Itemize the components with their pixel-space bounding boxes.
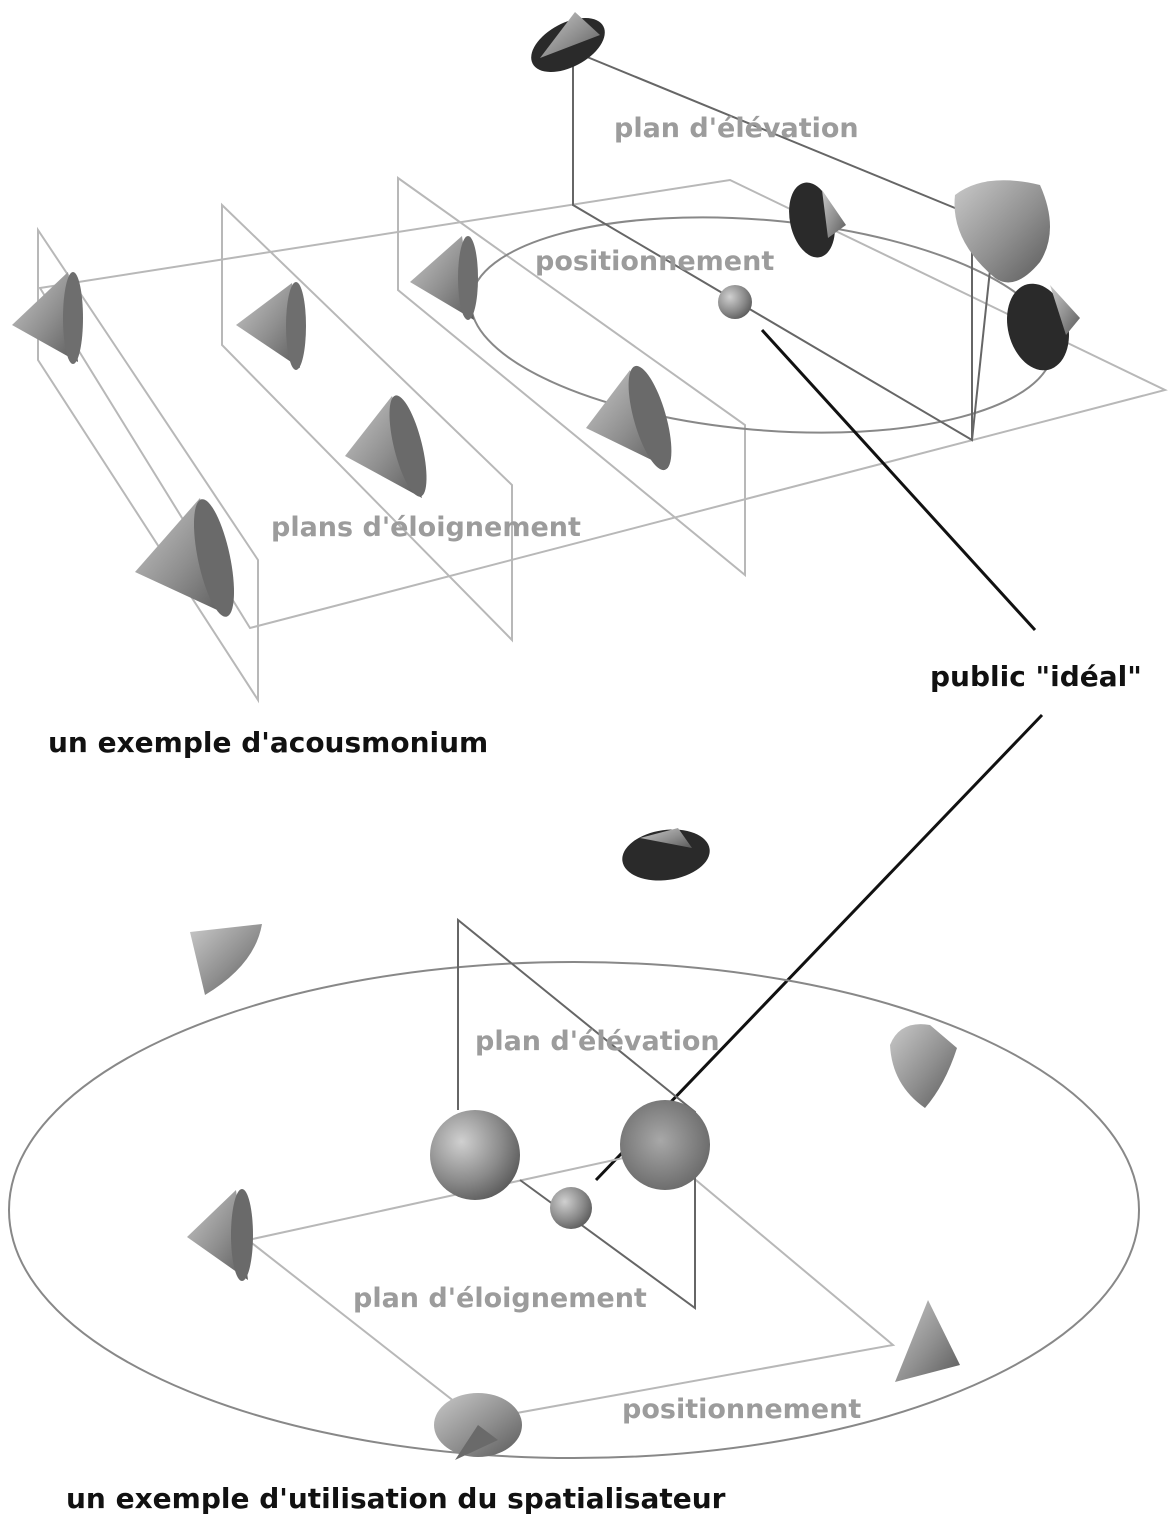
pointer-line-top bbox=[760, 328, 1037, 632]
spatializer-diagram: plan d'élévation plan d'éloignement posi… bbox=[8, 828, 1140, 1460]
caption-spatializer: un exemple d'utilisation du spatialisate… bbox=[66, 1482, 726, 1515]
speaker-cone bbox=[954, 180, 1050, 283]
label-distance-planes: plans d'éloignement bbox=[271, 512, 581, 543]
speaker-cone bbox=[622, 828, 710, 881]
label-elevation-plane: plan d'élévation bbox=[475, 1026, 720, 1057]
speaker-cone bbox=[410, 236, 478, 320]
label-distance-plane: plan d'éloignement bbox=[353, 1283, 647, 1314]
speaker-cone bbox=[895, 1300, 960, 1382]
label-elevation-plane: plan d'élévation bbox=[614, 113, 859, 144]
ideal-public-sphere bbox=[550, 1187, 592, 1229]
speaker-cone bbox=[345, 395, 427, 498]
speaker-cone bbox=[430, 1110, 520, 1200]
positioning-ellipse-large bbox=[8, 961, 1140, 1459]
speaker-cone bbox=[789, 182, 846, 258]
label-positioning: positionnement bbox=[622, 1394, 861, 1425]
speaker-cone bbox=[434, 1393, 522, 1460]
speaker-cone bbox=[190, 924, 262, 995]
speaker-cone bbox=[12, 272, 83, 364]
speaker-cone bbox=[1007, 283, 1080, 371]
speaker-cone bbox=[531, 12, 605, 73]
speaker-cone bbox=[890, 1024, 957, 1108]
acousmonium-diagram: plan d'élévation positionnement plans d'… bbox=[12, 12, 1168, 704]
speaker-cone bbox=[620, 1100, 710, 1190]
label-positioning: positionnement bbox=[535, 246, 774, 277]
caption-acousmonium: un exemple d'acousmonium bbox=[48, 726, 488, 759]
speaker-cone bbox=[236, 282, 306, 370]
label-ideal-public: public "idéal" bbox=[930, 660, 1142, 693]
speaker-cone bbox=[187, 1189, 253, 1281]
ideal-public-sphere bbox=[718, 285, 752, 319]
speaker-cone bbox=[135, 498, 235, 617]
distance-plane-3 bbox=[397, 176, 746, 578]
elevation-rear-line bbox=[971, 269, 991, 441]
speaker-cone bbox=[586, 365, 672, 471]
distance-plane-2 bbox=[221, 202, 513, 643]
floor-plane bbox=[38, 178, 1168, 630]
distance-plane bbox=[245, 1148, 896, 1422]
